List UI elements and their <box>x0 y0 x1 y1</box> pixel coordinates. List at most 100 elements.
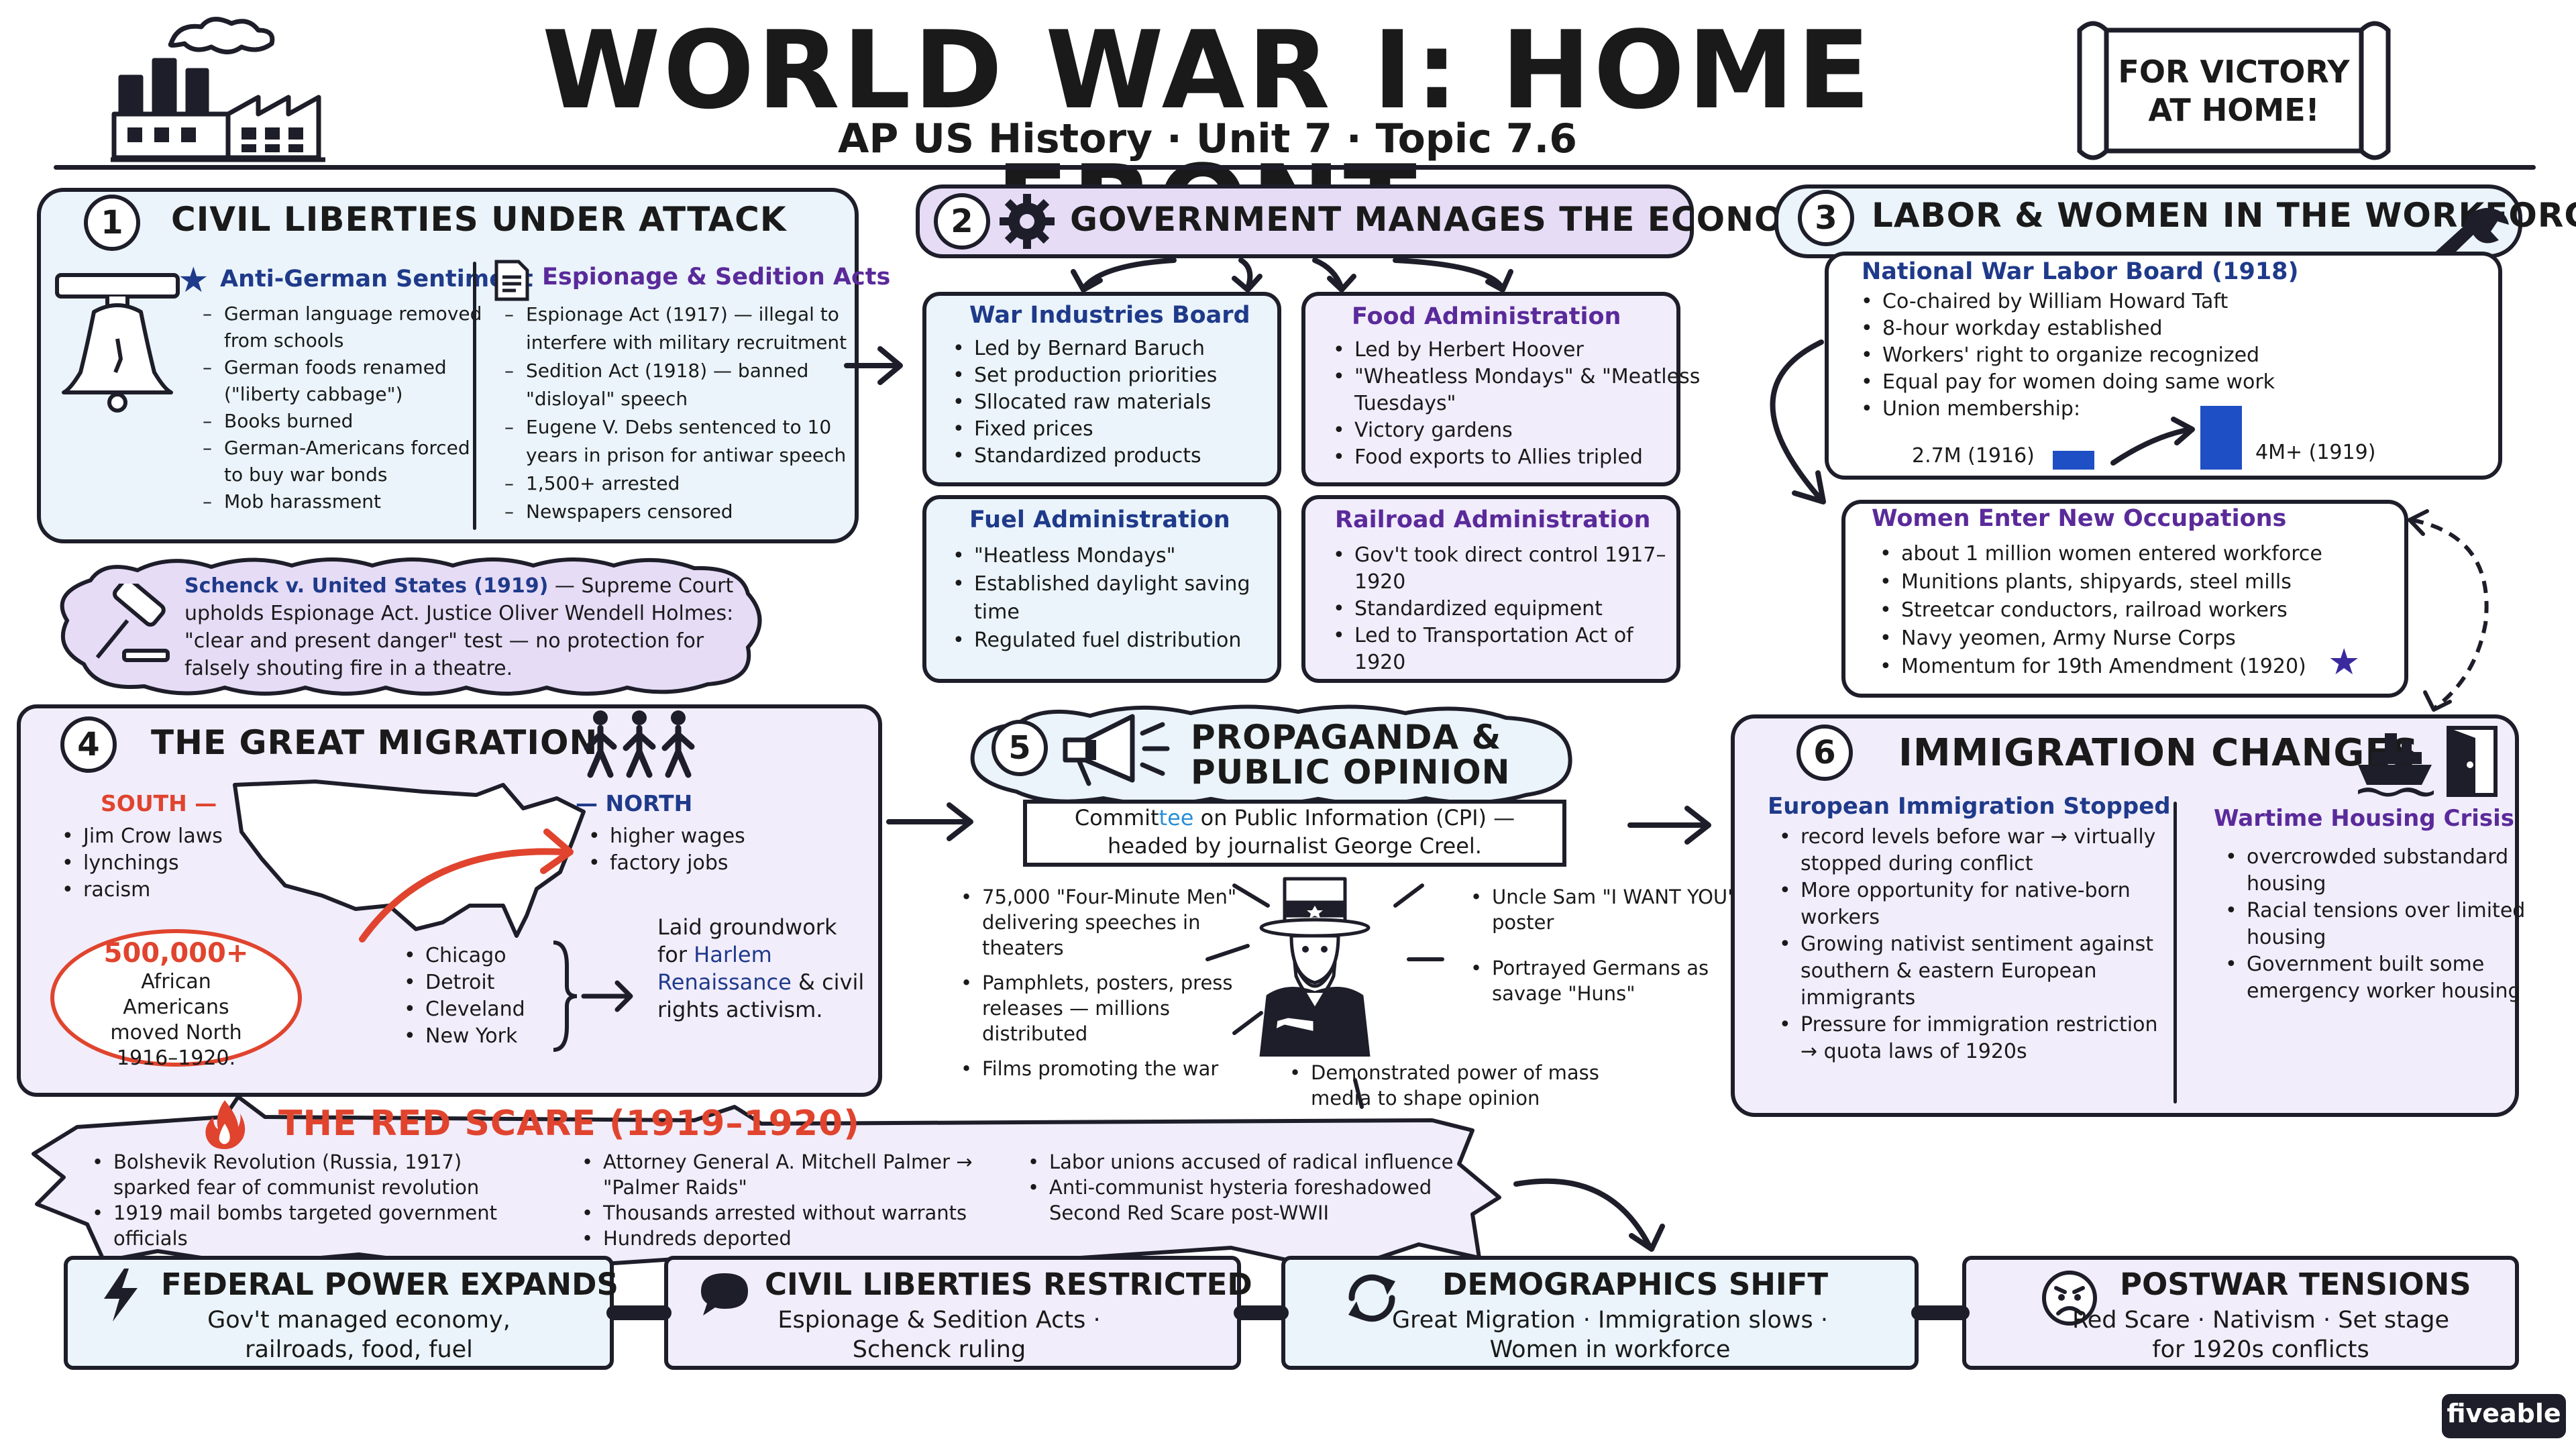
factory-icon <box>107 13 329 168</box>
list-item: Led by Herbert Hoover <box>1333 337 1703 364</box>
list-item: Hundreds deported <box>582 1226 1019 1251</box>
migration-stat-number: 500,000+ <box>103 938 249 969</box>
summary-text: Great Migration · Immigration slows · Wo… <box>1392 1307 1828 1363</box>
list-item: 75,000 "Four-Minute Men" delivering spee… <box>961 884 1264 961</box>
nwlb-list: Co-chaired by William Howard Taft 8-hour… <box>1853 288 2486 423</box>
cpi-tee: tee <box>1159 805 1194 830</box>
list-item: racism <box>62 877 284 904</box>
list-item: higher wages <box>588 823 811 850</box>
list-item: Led to Transportation Act of 1920 <box>1333 623 1690 676</box>
list-item: Union membership: <box>1861 396 2486 423</box>
list-item: Co-chaired by William Howard Taft <box>1861 288 2486 315</box>
section-number: 2 <box>934 193 990 250</box>
list-item: "Wheatless Mondays" & "Meatless Tuesdays… <box>1333 364 1703 417</box>
star-icon: ★ <box>2328 641 2361 683</box>
brand-logo <box>2442 1394 2566 1438</box>
summary-text: Gov't managed economy, railroads, food, … <box>207 1307 511 1363</box>
list-item: Government built some emergency worker h… <box>2225 951 2528 1005</box>
list-item: Workers' right to organize recognized <box>1861 342 2486 369</box>
propaganda-left-list: 75,000 "Four-Minute Men" delivering spee… <box>953 884 1264 1081</box>
list-item: Pamphlets, posters, press releases — mil… <box>961 970 1264 1046</box>
speech-bubble-icon <box>698 1270 751 1318</box>
us-map-icon <box>221 771 597 946</box>
groundwork-text: Laid groundwork for Harlem Renaissance &… <box>657 914 872 1024</box>
migration-arrow <box>359 828 574 943</box>
cities-arrow <box>553 941 633 1052</box>
list-item: Jim Crow laws <box>62 823 284 850</box>
section-number: 1 <box>84 195 140 251</box>
scroll-line2: AT HOME! <box>2148 92 2320 128</box>
groundwork-post: & civil rights activism. <box>657 969 865 1022</box>
eu-immigration-list: record levels before war → virtually sto… <box>1771 824 2176 1065</box>
housing-title: Wartime Housing Crisis <box>2214 805 2515 832</box>
list-item: factory jobs <box>588 850 811 877</box>
north-label: — NORTH <box>576 790 693 816</box>
list-item: Sllocated raw materials <box>953 389 1303 416</box>
list-item: Led by Bernard Baruch <box>953 335 1303 362</box>
scroll-line1: FOR VICTORY <box>2118 54 2350 90</box>
list-item: Gov't took direct control 1917–1920 <box>1333 542 1690 596</box>
union-bar-1916 <box>2053 451 2094 470</box>
list-item: Bolshevik Revolution (Russia, 1917) spar… <box>92 1149 543 1200</box>
list-item: "Heatless Mondays" <box>953 542 1296 570</box>
list-item: Sedition Act (1918) — banned "disloyal" … <box>504 357 881 413</box>
list-item: Cleveland <box>404 996 586 1023</box>
list-item: Uncle Sam "I WANT YOU" poster <box>1470 884 1774 935</box>
list-item: New York <box>404 1023 586 1050</box>
list-item: Racial tensions over limited housing <box>2225 898 2528 951</box>
summary-text: Red Scare · Nativism · Set stage for 192… <box>2072 1307 2450 1363</box>
list-item: Mob harassment <box>203 488 492 515</box>
section-number: 4 <box>60 716 117 773</box>
list-item: Established daylight saving time <box>953 570 1296 627</box>
list-item: 1919 mail bombs targeted government offi… <box>92 1200 543 1251</box>
megaphone-icon <box>1059 710 1173 790</box>
list-item: Demonstrated power of mass media to shap… <box>1289 1060 1646 1111</box>
list-item: Standardized equipment <box>1333 596 1690 623</box>
victory-scroll: FOR VICTORY AT HOME! <box>2066 17 2402 171</box>
summary-title: POSTWAR TENSIONS <box>2120 1267 2471 1302</box>
cpi-pre: Commit <box>1074 805 1159 830</box>
brand-text: fiveable <box>2447 1399 2561 1428</box>
north-list: higher wages factory jobs <box>580 823 811 877</box>
list-item: lynchings <box>62 850 284 877</box>
summary-civil-liberties <box>664 1256 1241 1370</box>
list-item: Equal pay for women doing same work <box>1861 369 2486 396</box>
list-item: Portrayed Germans as savage "Huns" <box>1470 955 1774 1006</box>
cpi-post: on Public Information (CPI) — headed by … <box>1108 805 1515 859</box>
schenck-case-name: Schenck v. United States (1919) <box>184 574 549 598</box>
section-title: GOVERNMENT MANAGES THE ECONOMY <box>1070 200 1843 239</box>
nwlb-title: National War Labor Board (1918) <box>1862 258 2299 285</box>
eu-immigration-title: European Immigration Stopped <box>1768 793 2171 820</box>
union-before-label: 2.7M (1916) <box>1912 444 2035 468</box>
union-bar-1919 <box>2200 406 2242 470</box>
list-item: Victory gardens <box>1333 417 1703 444</box>
summary-title: DEMOGRAPHICS SHIFT <box>1442 1267 1829 1302</box>
list-item: overcrowded substandard housing <box>2225 844 2528 898</box>
list-item: German foods renamed ("liberty cabbage") <box>203 354 492 408</box>
list-item: Growing nativist sentiment against south… <box>1779 931 2176 1012</box>
list-item: Newspapers censored <box>504 498 881 526</box>
summary-federal-power <box>64 1256 614 1370</box>
list-item: 8-hour workday established <box>1861 315 2486 342</box>
red-scare-col2: Attorney General A. Mitchell Palmer → "P… <box>574 1149 1019 1251</box>
gavel-icon <box>87 577 174 671</box>
red-scare-title: THE RED SCARE (1919–1920) <box>278 1104 860 1144</box>
box-list: Gov't took direct control 1917–1920 Stan… <box>1325 542 1690 676</box>
document-icon <box>493 258 531 303</box>
list-item: Navy yeomen, Army Nurse Corps <box>1880 625 2431 653</box>
summary-title: CIVIL LIBERTIES RESTRICTED <box>765 1267 1252 1302</box>
list-item: Regulated fuel distribution <box>953 627 1296 655</box>
list-item: Detroit <box>404 969 586 996</box>
list-item: record levels before war → virtually sto… <box>1779 824 2176 877</box>
box-title: Food Administration <box>1352 303 1621 330</box>
uncle-sam-icon <box>1248 875 1382 1059</box>
section-number: 5 <box>991 720 1048 776</box>
list-item: Momentum for 19th Amendment (1920) <box>1880 653 2431 681</box>
propaganda-bottom: Demonstrated power of mass media to shap… <box>1281 1060 1646 1111</box>
cpi-text: Committee on Public Information (CPI) — … <box>1036 804 1553 860</box>
box-title: Fuel Administration <box>969 506 1230 533</box>
list-item: Pressure for immigration restriction → q… <box>1779 1012 2176 1065</box>
box-list: "Heatless Mondays" Established daylight … <box>945 542 1296 655</box>
migration-stat-text: African Americans moved North 1916–1920. <box>110 970 242 1070</box>
header-rule <box>54 165 2536 170</box>
